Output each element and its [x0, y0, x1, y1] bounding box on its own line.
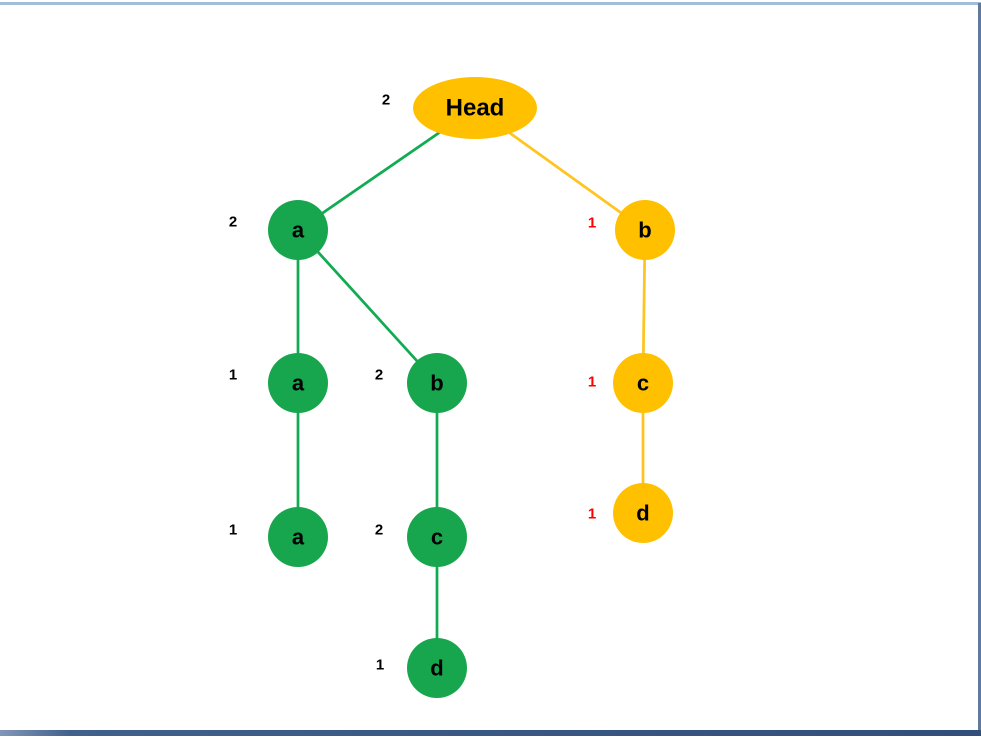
count-head: 2 [382, 92, 390, 109]
node-head-label: Head [446, 95, 505, 122]
count-a2: 1 [229, 367, 237, 384]
node-c2-label: c [431, 525, 443, 550]
node-d2 [407, 638, 467, 698]
node-a3-label: a [292, 525, 305, 550]
count-a3: 1 [229, 522, 237, 539]
node-a2-label: a [292, 371, 305, 396]
node-c2 [407, 507, 467, 567]
count-b-right: 1 [588, 215, 596, 232]
count-d2: 1 [376, 657, 384, 674]
node-a2 [268, 353, 328, 413]
count-c-right: 1 [588, 374, 596, 391]
node-a3 [268, 507, 328, 567]
count-d-right: 1 [588, 506, 596, 523]
count-c2: 2 [375, 522, 383, 539]
node-b-right [615, 200, 675, 260]
node-d2-label: d [430, 656, 443, 681]
node-d-right-label: d [636, 501, 649, 526]
count-a1: 2 [229, 214, 237, 231]
node-d-right [613, 483, 673, 543]
node-a1 [268, 200, 328, 260]
slide-bottom-border [0, 730, 981, 736]
node-c-right [613, 353, 673, 413]
node-b-right-label: b [638, 218, 651, 243]
node-b2 [407, 353, 467, 413]
slide-right-border [978, 3, 981, 731]
node-a1-label: a [292, 218, 305, 243]
node-head [413, 77, 537, 139]
count-b2: 2 [375, 367, 383, 384]
slide-top-border [0, 2, 981, 5]
node-c-right-label: c [637, 371, 649, 396]
edge-a1-b2 [296, 229, 439, 384]
node-b2-label: b [430, 371, 443, 396]
